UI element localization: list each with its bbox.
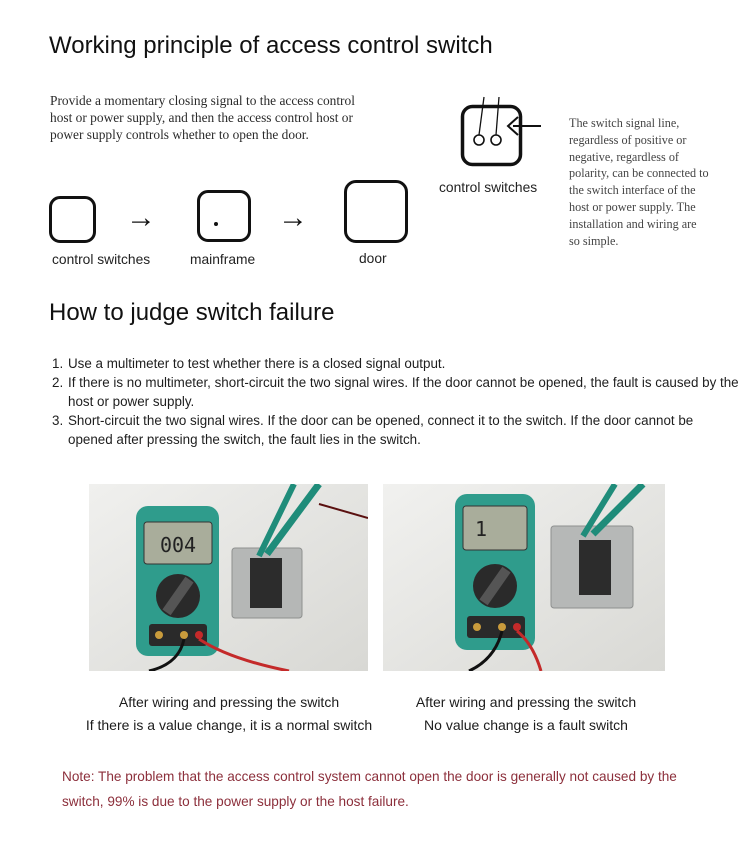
multimeter-photo-fault: 1 xyxy=(383,484,665,671)
flow-label-door: door xyxy=(359,251,387,266)
list-item: 3.Short-circuit the two signal wires. If… xyxy=(52,413,694,447)
flow-label-mainframe: mainframe xyxy=(190,252,256,267)
section-title-working-principle: Working principle of access control swit… xyxy=(49,32,493,59)
flow-label-control-switches: control switches xyxy=(52,252,151,267)
arrow-right-icon: → xyxy=(278,201,308,234)
arrow-right-icon: → xyxy=(126,201,156,234)
meter-display-value: 004 xyxy=(160,533,196,557)
mainframe-dot-icon xyxy=(214,222,218,226)
wiring-note: The switch signal line, regardless of po… xyxy=(569,116,709,248)
mainframe-box-icon xyxy=(197,190,251,242)
photo-caption-fault: After wiring and pressing the switch No … xyxy=(415,694,637,733)
switch-wiring-icon xyxy=(460,96,541,167)
door-box-icon xyxy=(344,180,408,243)
meter-display-value: 1 xyxy=(475,517,487,541)
wiring-label-control-switches: control switches xyxy=(439,180,538,195)
list-item: 2.If there is no multimeter, short-circu… xyxy=(52,375,739,409)
control-switch-box-icon xyxy=(49,196,96,243)
intro-paragraph: Provide a momentary closing signal to th… xyxy=(50,93,355,142)
photo-caption-normal: After wiring and pressing the switch If … xyxy=(85,694,373,733)
section-title-judge-failure: How to judge switch failure xyxy=(49,299,335,326)
failure-note: Note: The problem that the access contro… xyxy=(62,769,677,809)
multimeter-photo-normal: 004 xyxy=(89,484,368,671)
failure-steps-list: 1.Use a multimeter to test whether there… xyxy=(50,354,740,449)
list-item: 1.Use a multimeter to test whether there… xyxy=(52,356,446,371)
